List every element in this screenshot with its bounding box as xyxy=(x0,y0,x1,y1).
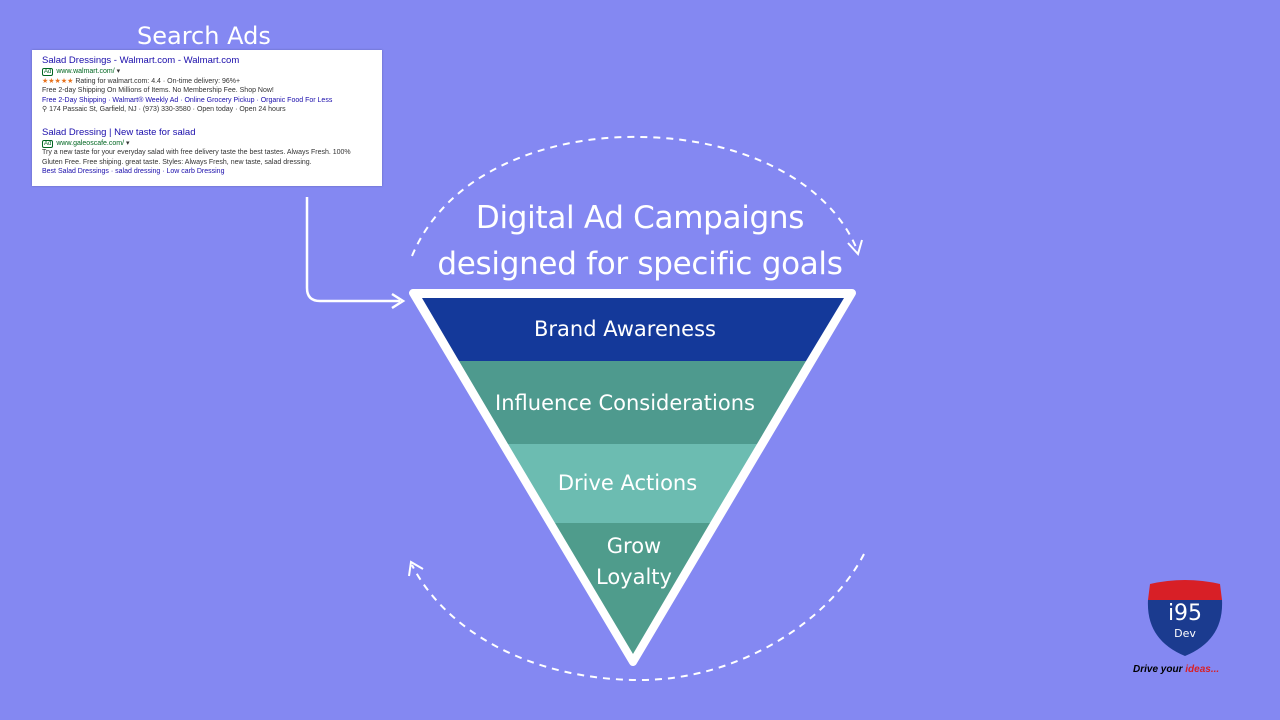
logo-tagline: Drive your ideas... xyxy=(1133,664,1219,675)
funnel-label-influence-considerations: Influence Considerations xyxy=(495,391,755,415)
location-pin-icon: ⚲ xyxy=(42,106,48,113)
funnel-stage-influence-considerations xyxy=(459,361,806,444)
funnel-stage-grow-loyalty xyxy=(555,523,710,654)
headline: Digital Ad Campaigns designed for specif… xyxy=(420,195,860,287)
ad-1-rating: Rating for walmart.com: 4.4 · On-time de… xyxy=(75,77,241,85)
tagline-accent: ideas... xyxy=(1185,664,1220,675)
funnel-label-brand-awareness: Brand Awareness xyxy=(534,317,716,341)
logo-shield-blue xyxy=(1147,600,1223,656)
ad-1-description: Free 2-day Shipping On Millions of Items… xyxy=(42,87,274,94)
funnel-stage-drive-actions xyxy=(508,444,757,523)
funnel xyxy=(409,289,856,666)
ad-2-sitelinks[interactable]: Best Salad Dressings · salad dressing · … xyxy=(42,168,225,175)
ad-1-location-row: ⚲ 174 Passaic St, Garfield, NJ · (973) 3… xyxy=(42,105,372,115)
connector-arrow xyxy=(305,197,400,303)
cycle-arrowhead-bottom-icon xyxy=(408,560,424,577)
search-ads-screenshot: Salad Dressings - Walmart.com - Walmart.… xyxy=(32,50,382,186)
funnel-label-drive-actions: Drive Actions xyxy=(557,471,698,495)
ad-1-badge: Ad xyxy=(42,68,54,76)
ad-2-description-1: Try a new taste for your everyday salad … xyxy=(42,149,351,156)
ad-1-rating-row: ★★★★★ Rating for walmart.com: 4.4 · On-t… xyxy=(42,77,372,87)
ad-1-sitelinks[interactable]: Free 2-Day Shipping · Walmart® Weekly Ad… xyxy=(42,96,333,104)
ad-1-location: 174 Passaic St, Garfield, NJ · (973) 330… xyxy=(49,106,286,113)
search-ads-title: Search Ads xyxy=(137,22,271,50)
cycle-arc-top xyxy=(411,135,859,257)
ad-2-title[interactable]: Salad Dressing | New taste for salad xyxy=(42,126,196,138)
ad-1-title[interactable]: Salad Dressings - Walmart.com - Walmart.… xyxy=(42,55,240,66)
funnel-stage-brand-awareness xyxy=(422,298,844,361)
logo-sub: Dev xyxy=(1174,627,1196,640)
cycle-arrowhead-top-icon xyxy=(847,239,863,257)
ad-1-url[interactable]: www.walmart.com/ xyxy=(56,68,115,75)
ad-2-description-2: Gluten Free. Free shiping. great taste. … xyxy=(42,158,312,166)
funnel-label-loyalty: Loyalty xyxy=(596,565,672,589)
funnel-label-grow: Grow xyxy=(606,534,662,558)
ad-2-badge: Ad xyxy=(42,139,54,148)
headline-line-1: Digital Ad Campaigns xyxy=(475,200,805,236)
i95dev-logo xyxy=(1147,580,1223,656)
funnel-label-grow-loyalty: Grow Loyalty xyxy=(574,531,694,593)
ad-1-stars: ★★★★★ xyxy=(42,77,74,85)
logo-brand: i95 xyxy=(1167,601,1203,626)
connector-arrowhead-icon xyxy=(391,292,406,310)
ad-2-url[interactable]: www.galeoscafe.com/ xyxy=(56,139,125,147)
tagline-text: Drive your xyxy=(1133,664,1183,675)
logo-shield-red xyxy=(1148,580,1222,600)
headline-line-2: designed for specific goals xyxy=(437,246,843,282)
